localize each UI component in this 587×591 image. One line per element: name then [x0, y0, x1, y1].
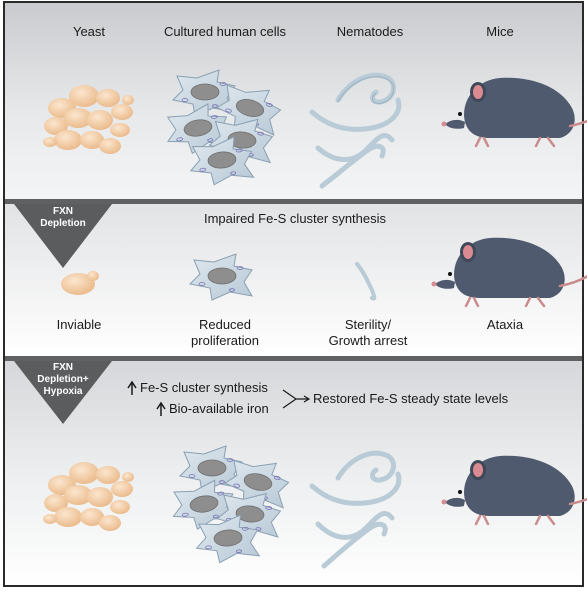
nematodes-3	[309, 450, 402, 569]
yeast-single-2	[61, 271, 99, 295]
header-mice: Mice	[486, 24, 514, 39]
nematodes-1	[309, 72, 402, 189]
outcome-restored-fes: Restored Fe-S steady state levels	[313, 391, 509, 406]
effect-fes-synthesis: Fe-S cluster synthesis	[140, 380, 268, 395]
up-arrow-iron	[156, 401, 166, 416]
phenotype-nematodes-line1: Sterility/	[344, 317, 392, 332]
fxn-depletion-label-line2: Depletion	[40, 218, 86, 229]
effect-bioavailable-iron: Bio-available iron	[169, 401, 269, 416]
fxn-depletion-label-line1: FXN	[53, 206, 73, 217]
phenotype-nematodes: Sterility/ Growth arrest	[313, 317, 423, 349]
fxn-hypoxia-label: FXN Depletion+ Hypoxia	[24, 362, 102, 398]
phenotype-yeast: Inviable	[34, 317, 124, 333]
divider-1	[5, 199, 582, 204]
phenotype-yeast-line1: Inviable	[56, 317, 102, 332]
phenotype-nematodes-line2: Growth arrest	[328, 333, 408, 348]
phenotype-human-cells-line2: proliferation	[191, 333, 259, 348]
fxn-depletion-label: FXN Depletion	[28, 206, 98, 230]
bracket-arrow	[282, 389, 311, 409]
phenotype-human-cells-line1: Reduced	[198, 317, 252, 332]
fxn-hypoxia-label-line3: Hypoxia	[43, 386, 83, 397]
header-yeast: Yeast	[72, 24, 106, 39]
fxn-hypoxia-label-line1: FXN	[53, 362, 73, 373]
header-human-cells: Cultured human cells	[163, 24, 287, 39]
header-nematodes: Nematodes	[336, 24, 404, 39]
divider-2	[5, 356, 582, 361]
phenotype-mice: Ataxia	[460, 317, 550, 333]
fxn-hypoxia-arrow	[14, 361, 112, 424]
fxn-hypoxia-label-line2: Depletion+	[37, 374, 89, 385]
impaired-fes-title: Impaired Fe-S cluster synthesis	[203, 211, 387, 226]
phenotype-human-cells: Reduced proliferation	[170, 317, 280, 349]
up-arrow-fes	[127, 380, 137, 395]
nematode-2	[355, 262, 377, 301]
fxn-depletion-arrow	[14, 204, 112, 268]
phenotype-mice-line1: Ataxia	[486, 317, 524, 332]
